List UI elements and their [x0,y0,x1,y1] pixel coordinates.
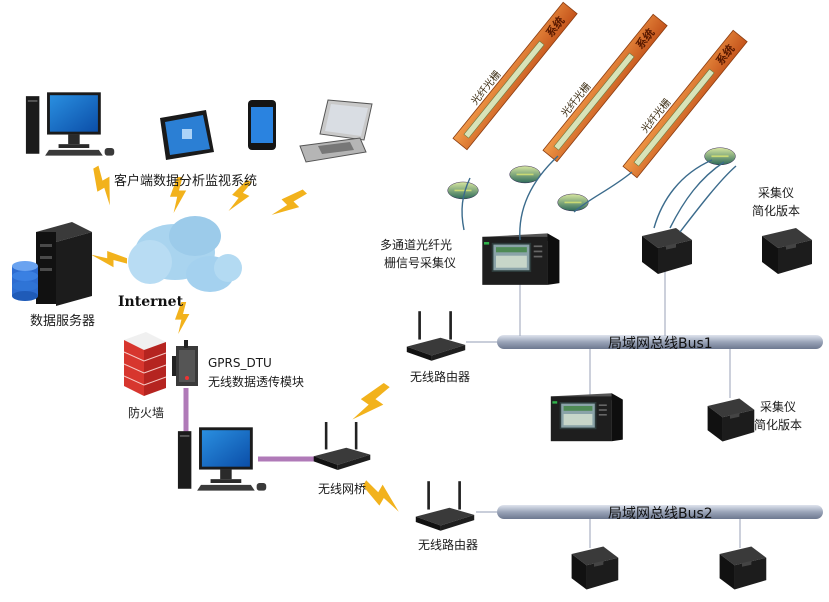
client-desktop-icon [25,92,115,156]
antenna-2-icon [508,165,542,184]
smartphone-icon [248,100,276,150]
link-laptop [268,183,310,225]
bus2-label: 局域网总线Bus2 [608,506,713,522]
router-bottom-icon [415,481,475,531]
wireless-bridge-label: 无线网桥 [318,482,367,496]
server-rack-icon [36,222,92,306]
router-bottom-label: 无线路由器 [418,538,479,552]
link-dataserver [91,251,127,268]
internet-cloud-icon [128,216,242,292]
router-top-icon [406,311,466,361]
firewall-label: 防火墙 [128,406,165,420]
wave-4 [653,159,713,229]
collector-bottom-left-icon [571,546,619,590]
wave-2 [519,155,559,241]
wave-1 [461,177,471,231]
router-top-label: 无线路由器 [410,370,471,384]
bus1-label: 局域网总线Bus1 [608,336,713,352]
laptop-icon [299,99,373,163]
fiber-sensor-1: 光纤光栅 系统 [452,1,578,151]
antenna-4-icon [703,146,737,166]
wireless-bridge-icon [313,422,371,470]
daq-mid-icon [549,392,624,443]
antenna-3-icon [556,193,590,212]
wave-5 [669,161,725,229]
wave-6 [679,165,737,233]
link-bridge-router-top [348,377,394,430]
collector-mid-icon [707,398,755,442]
gprs-dtu-label: GPRS_DTU [208,356,272,370]
wave-3 [573,171,633,213]
bus2-line [497,505,823,519]
tablet-icon [160,110,214,160]
internet-label: Internet [118,294,184,310]
multichannel-daq-label-2: 栅信号采集仪 [384,256,457,270]
data-server-label: 数据服务器 [30,314,96,329]
wireless-module-label: 无线数据透传模块 [208,375,305,389]
gprs-dtu-icon [172,340,198,386]
local-desktop-icon [177,427,267,491]
collector-simple-2-label-1: 采集仪 [760,400,797,414]
client-system-label: 客户端数据分析监视系统 [114,174,258,189]
collector-simple-1-label-1: 采集仪 [758,186,795,200]
multichannel-daq-icon [481,232,561,286]
collector-simple-2-label-2: 简化版本 [754,418,803,432]
collector-top-left-icon [642,228,692,274]
database-icon [12,261,38,301]
firewall-icon [123,332,167,396]
bus1-line [497,335,823,349]
collector-bottom-right-icon [719,546,767,590]
collector-top-right-icon [762,228,812,274]
collector-simple-1-label-2: 简化版本 [752,204,801,218]
multichannel-daq-label-1: 多通道光纤光 [380,238,453,252]
